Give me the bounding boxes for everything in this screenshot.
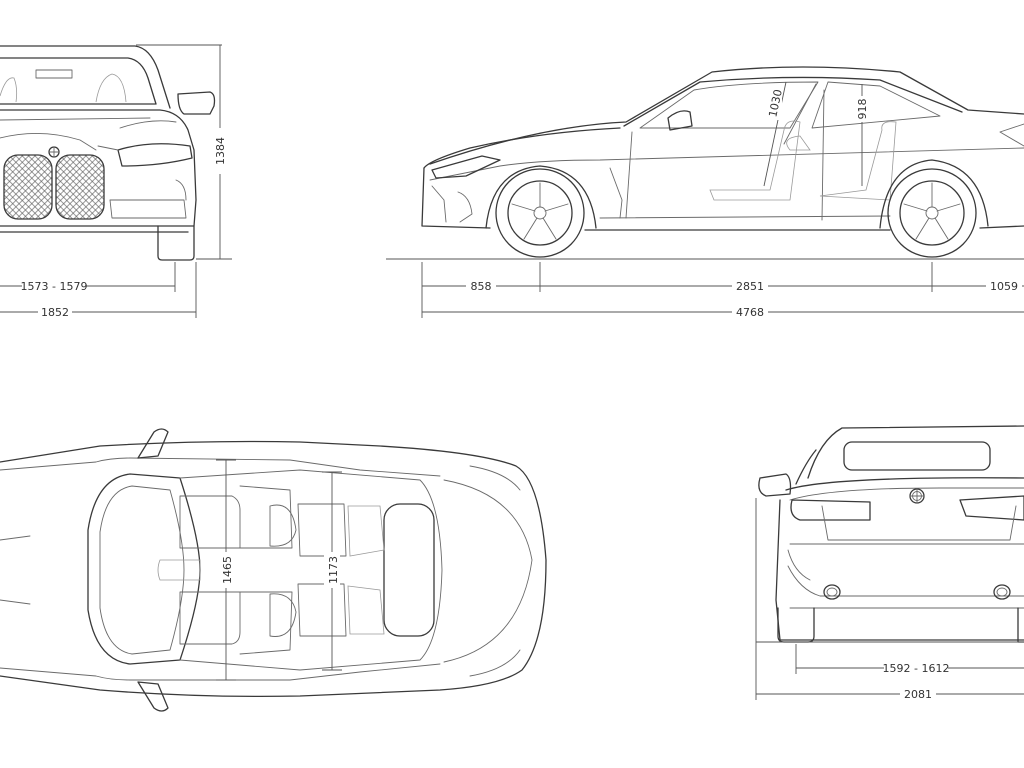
side-view-headroom: 1030 918 bbox=[763, 81, 870, 187]
front-shoulder-width-label: 1465 bbox=[221, 556, 234, 584]
front-height-label: 1384 bbox=[214, 137, 227, 165]
front-width-label: 1852 bbox=[41, 306, 69, 319]
rear-shoulder-width-label: 1173 bbox=[327, 556, 340, 584]
top-view bbox=[0, 428, 547, 712]
top-view-dimensions: 1465 1173 bbox=[216, 459, 342, 681]
front-headroom-label: 1030 bbox=[766, 88, 785, 118]
front-view-dimensions: 1384 1573 - 1579 1852 bbox=[0, 44, 232, 319]
side-view bbox=[386, 66, 1024, 260]
front-view bbox=[0, 45, 216, 261]
width-with-mirrors-label: 2081 bbox=[904, 688, 932, 701]
side-view-dimensions: 858 2851 1059 4768 bbox=[421, 262, 1024, 319]
rear-view-dimensions: 1592 - 1612 2081 bbox=[755, 498, 1024, 701]
rear-overhang-label: 1059 bbox=[990, 280, 1018, 293]
front-track-label: 1573 - 1579 bbox=[21, 280, 88, 293]
rear-headroom-label: 918 bbox=[856, 99, 869, 120]
wheelbase-label: 2851 bbox=[736, 280, 764, 293]
rear-view bbox=[758, 425, 1024, 643]
front-overhang-label: 858 bbox=[471, 280, 492, 293]
overall-length-label: 4768 bbox=[736, 306, 764, 319]
rear-track-label: 1592 - 1612 bbox=[883, 662, 950, 675]
